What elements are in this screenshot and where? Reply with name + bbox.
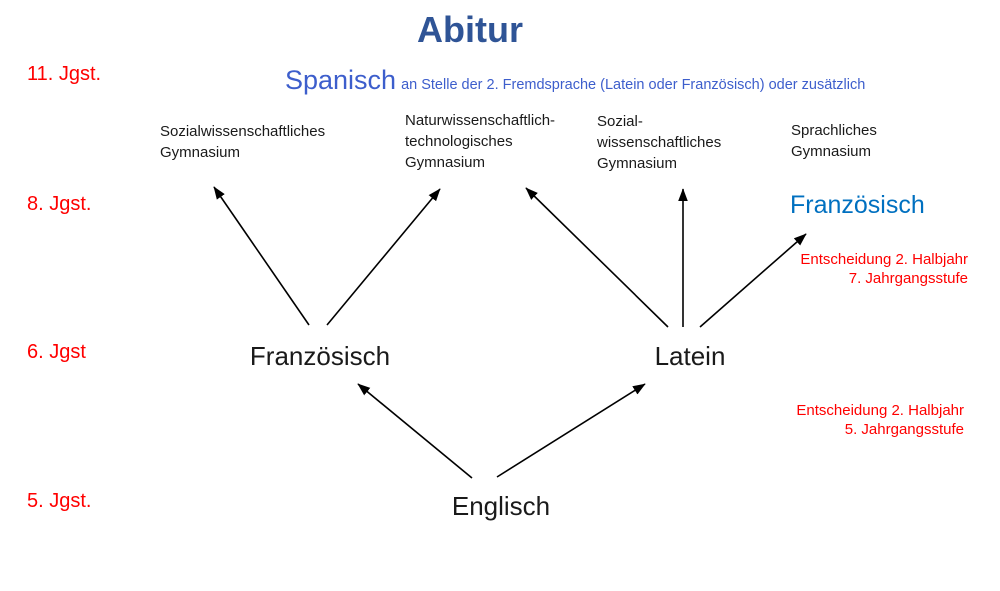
arrow-franzoesisch-to-naturwiss-gym (326, 188, 441, 326)
gymnasium-label-sozialwissenschaftliches: Sozialwissenschaftliches Gymnasium (160, 123, 326, 161)
gymnasium-label-naturwissenschaftlich-technologisches: Naturwissenschaftlich- technologisches G… (405, 112, 556, 171)
node-franzoesisch: Französisch (249, 341, 391, 371)
node-englisch: Englisch (451, 491, 551, 521)
arrow-englisch-to-latein (496, 383, 646, 478)
arrow-englisch-to-franzoesisch (357, 383, 473, 479)
grade-label-8: 8. Jgst. (27, 193, 92, 215)
node-latein: Latein (654, 341, 726, 371)
arrow-latein-to-franzoesisch-blue (699, 233, 807, 328)
arrow-franzoesisch-to-sozialwiss-gym (213, 186, 310, 326)
spanisch-label: Spanisch (285, 65, 397, 95)
gymnasium-label-sprachliches: Sprachliches Gymnasium (791, 122, 877, 160)
arrow-latein-to-naturwiss-gym (525, 187, 669, 328)
grade-label-6: 6. Jgst (27, 341, 86, 363)
grade-label-11: 11. Jgst. (27, 63, 102, 85)
gymnasium-label-sozial-wissenschaftliches: Sozial- wissenschaftliches Gymnasium (597, 113, 722, 172)
franzoesisch-late-start-label: Französisch (790, 191, 925, 219)
spanisch-note: an Stelle der 2. Fremdsprache (Latein od… (401, 77, 866, 93)
decision-note-5th-grade: Entscheidung 2. Halbjahr 5. Jahrgangsstu… (796, 402, 964, 438)
decision-note-7th-grade: Entscheidung 2. Halbjahr 7. Jahrgangsstu… (800, 251, 968, 287)
grade-label-5: 5. Jgst. (27, 490, 92, 512)
page-title: Abitur (417, 9, 523, 50)
